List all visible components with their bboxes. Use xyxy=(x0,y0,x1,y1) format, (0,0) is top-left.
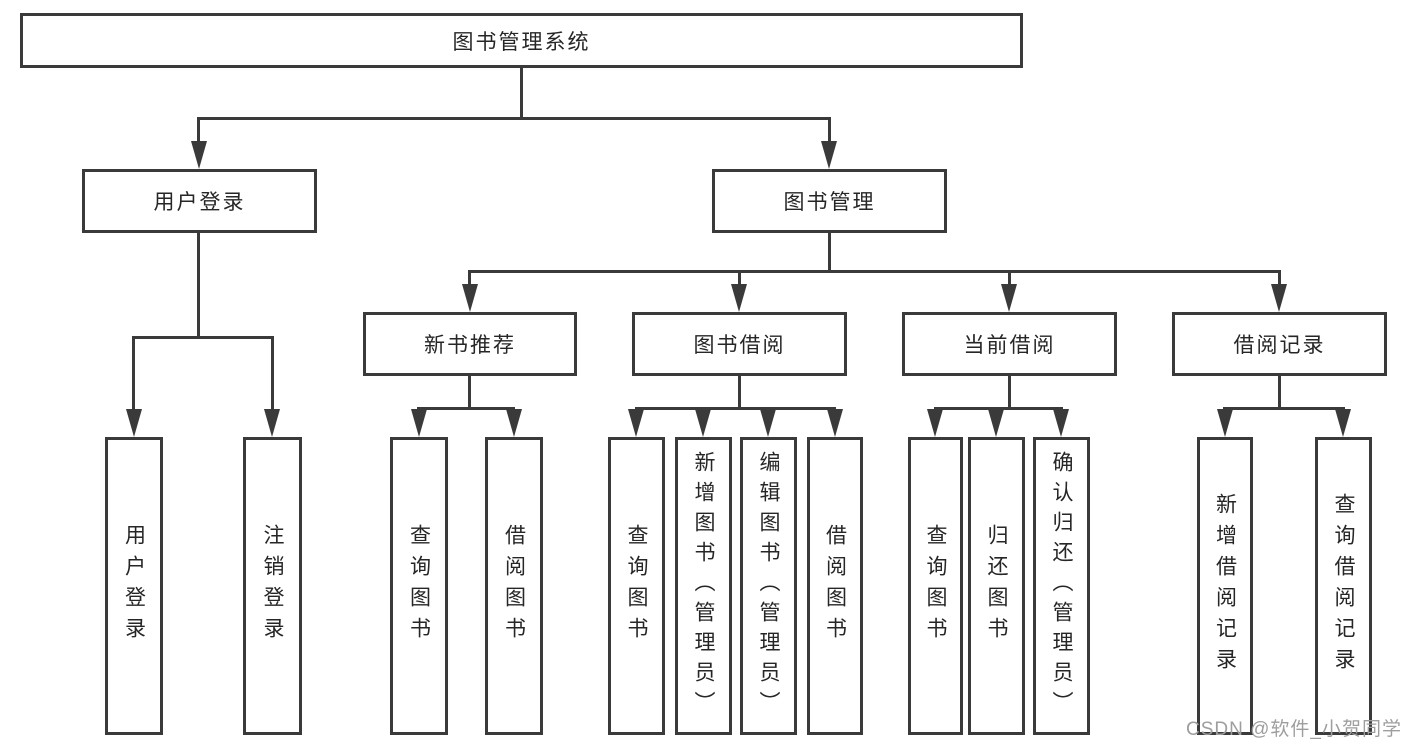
node-book-mgmt-label: 图书管理 xyxy=(783,191,876,214)
leaf-borrow-borrow-book: 借阅图书 xyxy=(807,437,863,735)
connector xyxy=(468,270,1281,273)
node-book-borrow: 图书借阅 xyxy=(632,312,847,376)
node-new-book-recommend: 新书推荐 xyxy=(363,312,577,376)
arrowhead xyxy=(827,409,843,437)
leaf-current-confirm-return-admin: 确认归还（管理员） xyxy=(1033,437,1090,735)
connector xyxy=(197,117,200,145)
connector xyxy=(271,336,274,414)
connector xyxy=(738,270,741,288)
leaf-borrow-query-book: 查询图书 xyxy=(608,437,665,735)
connector xyxy=(1223,407,1345,410)
node-borrow-record-label: 借阅记录 xyxy=(1233,334,1326,357)
leaf-record-add-borrow-record-label: 新增借阅记录 xyxy=(1213,493,1237,679)
leaf-borrow-add-book-admin-label: 新增图书（管理员） xyxy=(692,451,715,721)
arrowhead xyxy=(191,141,207,169)
connector xyxy=(132,336,274,339)
arrowhead xyxy=(506,409,522,437)
watermark: CSDN @软件_小贺同学 xyxy=(1186,719,1402,740)
arrowhead xyxy=(695,409,711,437)
connector xyxy=(468,374,471,410)
leaf-current-return-book: 归还图书 xyxy=(968,437,1025,735)
leaf-record-query-borrow-record-label: 查询借阅记录 xyxy=(1332,493,1355,679)
connector xyxy=(520,66,523,120)
leaf-record-query-borrow-record: 查询借阅记录 xyxy=(1315,437,1372,735)
arrowhead xyxy=(628,409,644,437)
leaf-borrow-edit-book-admin: 编辑图书（管理员） xyxy=(740,437,797,735)
leaf-current-return-book-label: 归还图书 xyxy=(985,524,1008,648)
leaf-record-add-borrow-record: 新增借阅记录 xyxy=(1197,437,1253,735)
leaf-recommend-borrow-book: 借阅图书 xyxy=(485,437,543,735)
arrowhead xyxy=(1001,284,1017,312)
connector xyxy=(468,270,471,288)
leaf-login-user-login-label: 用户登录 xyxy=(122,524,146,648)
arrowhead xyxy=(1271,284,1287,312)
connector xyxy=(934,407,1063,410)
connector xyxy=(132,336,135,414)
connector xyxy=(1278,374,1281,410)
leaf-recommend-query-book-label: 查询图书 xyxy=(407,524,431,648)
arrowhead xyxy=(264,409,280,437)
leaf-borrow-query-book-label: 查询图书 xyxy=(625,524,648,648)
connector xyxy=(1278,270,1281,288)
connector xyxy=(1008,270,1011,288)
connector xyxy=(417,407,515,410)
arrowhead xyxy=(126,409,142,437)
leaf-current-query-book-label: 查询图书 xyxy=(924,524,947,648)
connector xyxy=(738,374,741,410)
node-book-borrow-label: 图书借阅 xyxy=(693,334,786,357)
leaf-borrow-borrow-book-label: 借阅图书 xyxy=(823,524,847,648)
node-borrow-record: 借阅记录 xyxy=(1172,312,1387,376)
node-current-borrow: 当前借阅 xyxy=(902,312,1117,376)
arrowhead xyxy=(1217,409,1233,437)
leaf-recommend-query-book: 查询图书 xyxy=(390,437,448,735)
connector xyxy=(828,117,831,145)
node-root: 图书管理系统 xyxy=(20,13,1023,68)
leaf-recommend-borrow-book-label: 借阅图书 xyxy=(502,524,526,648)
arrowhead xyxy=(821,141,837,169)
node-user-login-label: 用户登录 xyxy=(153,191,246,214)
leaf-login-user-login: 用户登录 xyxy=(105,437,163,735)
node-current-borrow-label: 当前借阅 xyxy=(963,334,1056,357)
arrowhead xyxy=(462,284,478,312)
connector xyxy=(1008,374,1011,410)
node-new-book-recommend-label: 新书推荐 xyxy=(424,334,516,357)
connector xyxy=(197,117,831,120)
arrowhead xyxy=(927,409,943,437)
node-root-label: 图书管理系统 xyxy=(452,30,591,54)
leaf-login-logout-label: 注销登录 xyxy=(261,524,284,648)
node-user-login: 用户登录 xyxy=(82,169,317,233)
leaf-current-confirm-return-admin-label: 确认归还（管理员） xyxy=(1050,451,1073,721)
arrowhead xyxy=(760,409,776,437)
arrowhead xyxy=(1053,409,1069,437)
arrowhead xyxy=(1335,409,1351,437)
connector xyxy=(828,231,831,273)
leaf-borrow-edit-book-admin-label: 编辑图书（管理员） xyxy=(757,451,780,721)
node-book-mgmt: 图书管理 xyxy=(712,169,947,233)
leaf-login-logout: 注销登录 xyxy=(243,437,302,735)
arrowhead xyxy=(411,409,427,437)
connector xyxy=(635,407,836,410)
leaf-borrow-add-book-admin: 新增图书（管理员） xyxy=(675,437,732,735)
arrowhead xyxy=(988,409,1004,437)
connector xyxy=(197,231,200,339)
leaf-current-query-book: 查询图书 xyxy=(908,437,963,735)
arrowhead xyxy=(731,284,747,312)
